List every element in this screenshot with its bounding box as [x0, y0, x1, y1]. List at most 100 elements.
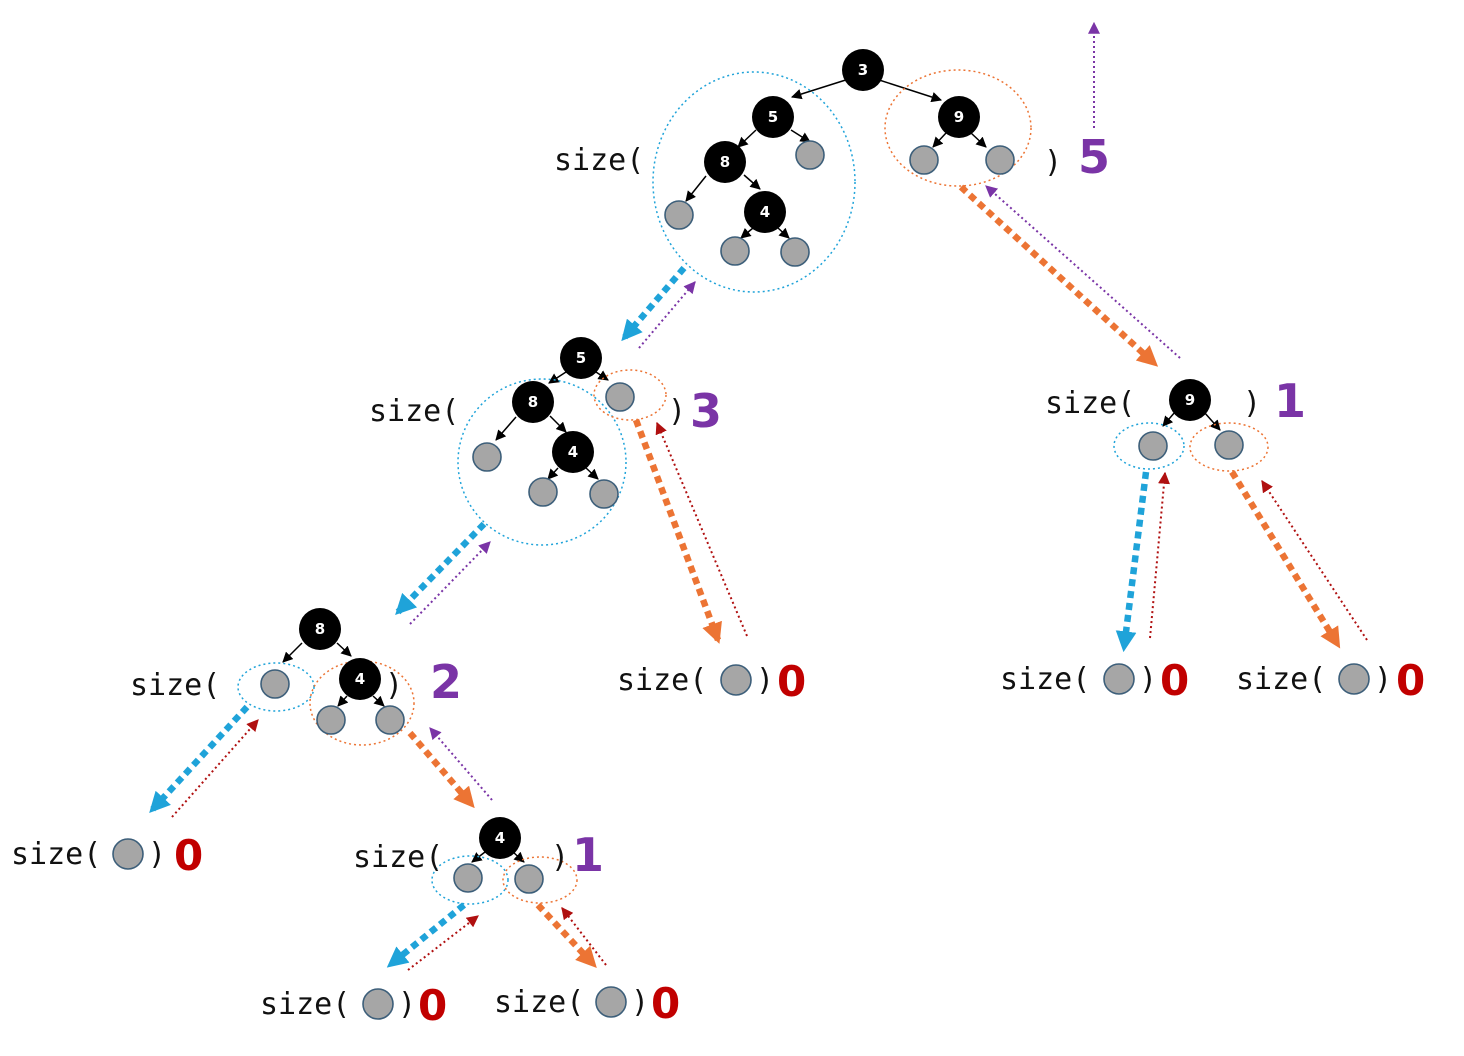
return-arrow [1149, 471, 1170, 639]
tree-edge [932, 132, 947, 148]
node-label: 4 [355, 670, 365, 688]
tree-edge [595, 370, 609, 381]
tree-node [938, 96, 980, 138]
node-label: 5 [768, 108, 778, 126]
call-right-arrow [958, 184, 1159, 367]
node-label: 8 [720, 153, 730, 171]
result-value: 1 [1274, 374, 1306, 428]
return-arrow [1261, 479, 1368, 641]
null-node [1338, 663, 1370, 695]
node-label: 8 [528, 393, 538, 411]
return-arrow [409, 541, 491, 625]
tree-edge [548, 371, 567, 384]
tree-node [552, 431, 594, 473]
tree-edge [336, 642, 352, 657]
tree-node [560, 337, 602, 379]
size-label: size( [369, 394, 459, 429]
result-value: 5 [1078, 130, 1110, 184]
close-paren: ) [1139, 662, 1157, 697]
result-value: 3 [690, 384, 722, 438]
subtree-ring [237, 662, 315, 712]
null-node [720, 664, 752, 696]
size-label: size( [1000, 662, 1090, 697]
tree-node [842, 49, 884, 91]
result-value: 0 [1396, 656, 1425, 705]
null-node [605, 382, 635, 412]
result-value: 0 [174, 831, 203, 880]
null-node [720, 236, 750, 266]
tree-edge [790, 77, 853, 100]
null-node [260, 669, 290, 699]
close-paren: ) [148, 837, 166, 872]
call-right-arrow [1229, 470, 1341, 649]
close-paren: ) [1044, 145, 1062, 180]
tree-edge [585, 467, 599, 480]
size-label: size( [260, 987, 350, 1022]
tree-edge [1162, 411, 1176, 427]
tree-edge [872, 77, 942, 103]
call-left-arrow [395, 521, 487, 615]
size-label: size( [494, 985, 584, 1020]
subtree-ring [1189, 422, 1269, 472]
node-label: 4 [568, 443, 578, 461]
null-node [472, 442, 502, 472]
node-label: 4 [495, 829, 505, 847]
return-arrow [655, 421, 748, 637]
close-paren: ) [668, 394, 686, 429]
null-node [664, 200, 694, 230]
subtree-ring [884, 69, 1032, 187]
node-label: 8 [315, 620, 325, 638]
tree-edge [743, 174, 761, 190]
result-value: 0 [1160, 656, 1189, 705]
null-node [1214, 430, 1244, 460]
size-label: size( [130, 668, 220, 703]
call-left-arrow [149, 704, 250, 814]
null-node [985, 145, 1015, 175]
node-label: 3 [858, 61, 868, 79]
call-left-arrow [386, 902, 467, 968]
node-label: 9 [954, 108, 964, 126]
return-arrow [171, 719, 259, 818]
return-arrow [985, 185, 1181, 359]
subtree-ring [457, 378, 627, 546]
close-paren: ) [551, 840, 569, 875]
tree-edge [337, 695, 349, 707]
subtree-ring [502, 856, 578, 904]
result-value: 2 [430, 655, 462, 709]
size-label: size( [11, 837, 101, 872]
null-node [1103, 663, 1135, 695]
null-node [780, 237, 810, 267]
subtree-ring [593, 369, 667, 421]
call-right-arrow [632, 418, 722, 644]
null-node [316, 705, 346, 735]
close-paren: ) [756, 663, 774, 698]
size-label: size( [554, 143, 644, 178]
tree-edge [777, 227, 790, 239]
tree-edge [495, 416, 517, 441]
tree-node [1169, 379, 1211, 421]
call-left-arrow [621, 265, 687, 342]
tree-node [752, 96, 794, 138]
null-node [909, 145, 939, 175]
node-label: 5 [576, 349, 586, 367]
return-arrow [429, 727, 493, 801]
null-node [528, 477, 558, 507]
result-value: 0 [651, 979, 680, 1028]
tree-node [479, 817, 521, 859]
tree-edge [970, 132, 987, 148]
return-arrow [561, 907, 607, 966]
null-node [375, 705, 405, 735]
null-node [514, 864, 544, 894]
node-label: 4 [760, 203, 770, 221]
null-node [589, 479, 619, 509]
size-label: size( [617, 663, 707, 698]
tree-node [339, 658, 381, 700]
tree-edge [685, 175, 707, 202]
tree-node [744, 191, 786, 233]
tree-node [299, 608, 341, 650]
null-node [453, 863, 483, 893]
tree-edge [512, 851, 525, 863]
result-value: 0 [777, 657, 806, 706]
close-paren: ) [1243, 386, 1261, 421]
